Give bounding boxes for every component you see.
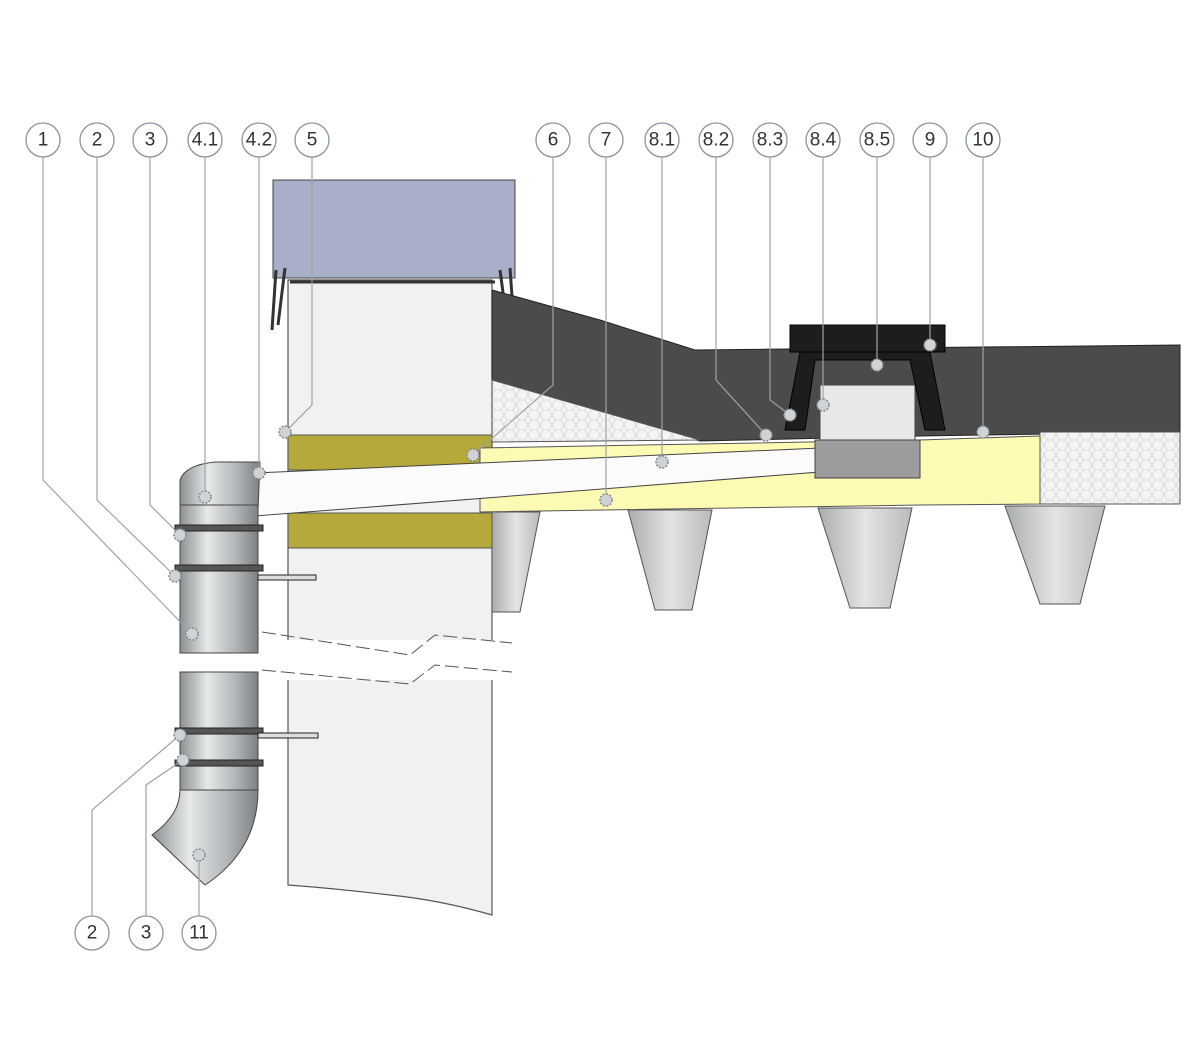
break-line: [261, 631, 513, 685]
downpipe-elbow-top: [179, 461, 261, 511]
callout-text: 2: [92, 130, 103, 151]
callout-11: 11: [181, 915, 217, 951]
callout-10: 10: [965, 122, 1001, 158]
callout-text: 6: [548, 130, 559, 151]
drain-body: [814, 439, 921, 479]
callout-3: 3: [132, 122, 168, 158]
insulation-hex-left: [491, 379, 701, 443]
callout-2: 2: [79, 122, 115, 158]
callout-text: 3: [141, 923, 152, 944]
downpipe-shoe: [151, 789, 259, 886]
callout-text: 8.1: [649, 130, 675, 151]
callout-5: 5: [294, 122, 330, 158]
pipe-brackets: [174, 524, 319, 767]
callout-8-4: 8.4: [805, 122, 841, 158]
callout-8-1: 8.1: [644, 122, 680, 158]
callout-9: 9: [912, 122, 948, 158]
callout-text: 8.5: [864, 130, 890, 151]
callout-bottom-3: 3: [128, 915, 164, 951]
callout-text: 4.2: [246, 130, 272, 151]
callout-8-2: 8.2: [698, 122, 734, 158]
mineral-wool-lower: [287, 512, 493, 549]
callout-8-3: 8.3: [752, 122, 788, 158]
callout-6: 6: [535, 122, 571, 158]
callout-1: 1: [25, 122, 61, 158]
callout-text: 3: [145, 130, 156, 151]
trapezoidal-deck: [491, 505, 1106, 613]
callout-text: 10: [972, 130, 993, 151]
coping-cap: [272, 179, 516, 279]
callout-text: 7: [601, 130, 612, 151]
callout-text: 8.4: [810, 130, 837, 151]
wall-break-gap: [270, 640, 515, 680]
callout-text: 1: [38, 130, 49, 151]
callout-7: 7: [588, 122, 624, 158]
drain-insert: [819, 384, 916, 441]
drain-grate: [784, 324, 946, 431]
callout-text: 11: [189, 923, 209, 944]
callout-4-2: 4.2: [241, 122, 277, 158]
callout-text: 2: [87, 923, 98, 944]
callout-text: 8.2: [703, 130, 729, 151]
callout-bottom-2: 2: [74, 915, 110, 951]
callout-text: 8.3: [757, 130, 783, 151]
callout-text: 4.1: [192, 130, 218, 151]
concrete-wall: [287, 279, 493, 916]
callout-text: 5: [307, 130, 318, 151]
callout-8-5: 8.5: [859, 122, 895, 158]
leader-lines: [42, 157, 984, 916]
callout-markers: [168, 338, 990, 862]
insulation-hex-right: [1039, 431, 1181, 505]
callout-text: 9: [925, 130, 936, 151]
callout-4-1: 4.1: [187, 122, 223, 158]
